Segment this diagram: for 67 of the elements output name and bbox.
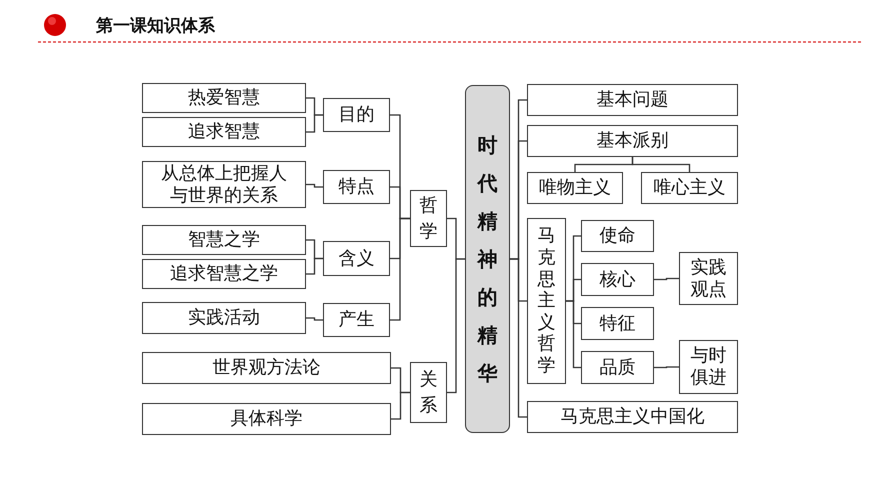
concept-box (142, 161, 306, 208)
concept-box (323, 241, 390, 276)
concept-box (527, 125, 738, 157)
concept-box (679, 340, 738, 394)
node-label: 使命 (600, 225, 636, 247)
node-label: 特征 (600, 312, 636, 334)
node-label: 关系 (420, 368, 438, 418)
node-label: 智慧之学 (188, 229, 260, 251)
node-label: 世界观方法论 (212, 357, 320, 379)
page-title: 第一课知识体系 (96, 15, 215, 37)
concept-box (527, 172, 623, 204)
concept-box (581, 263, 654, 296)
concept-box (410, 362, 447, 423)
connector-line (391, 392, 410, 420)
concept-box (581, 351, 654, 384)
node-label: 马克思主义中国化 (560, 406, 704, 428)
connector-line (510, 258, 527, 418)
node-label: 追求智慧 (188, 121, 260, 143)
connector-line (306, 184, 323, 188)
concept-box (323, 303, 390, 337)
concept-box (581, 220, 654, 252)
concept-box (323, 98, 390, 132)
connector-line (306, 258, 323, 275)
node-label: 实践观点 (690, 256, 728, 300)
concept-box (142, 225, 306, 255)
node-label: 从总体上把握人与世界的关系 (160, 162, 288, 206)
concept-box (527, 84, 738, 116)
concept-box (527, 218, 566, 384)
concept-box (323, 170, 390, 204)
node-label: 唯心主义 (654, 177, 726, 199)
node-label: 具体科学 (230, 408, 302, 430)
concept-box (581, 307, 654, 340)
connector-line (306, 317, 323, 321)
central-topic-box (465, 85, 510, 433)
node-label: 核心 (600, 268, 636, 290)
node-label: 特点 (338, 176, 374, 198)
connector-line (306, 114, 323, 133)
node-label: 追求智慧之学 (170, 263, 278, 285)
connector-line (654, 278, 679, 280)
concept-box (641, 172, 738, 204)
concept-box (142, 302, 306, 334)
concept-box (527, 401, 738, 433)
concept-box (142, 403, 391, 435)
connector-line (390, 218, 410, 321)
concept-box (679, 252, 738, 305)
connector-line (566, 300, 581, 368)
concept-box (142, 259, 306, 289)
node-label: 时代精神的精华 (478, 132, 498, 387)
connector-line (447, 258, 465, 394)
node-label: 哲学 (420, 194, 438, 244)
node-label: 产生 (338, 309, 374, 331)
node-label: 实践活动 (188, 307, 260, 329)
concept-box (142, 352, 391, 384)
connector-line (632, 157, 690, 172)
node-label: 品质 (600, 356, 636, 378)
node-label: 马克思主义哲学 (538, 225, 556, 377)
node-label: 含义 (338, 248, 374, 270)
node-label: 基本派别 (596, 130, 668, 152)
node-label: 基本问题 (596, 89, 668, 111)
concept-box (142, 117, 306, 147)
node-label: 目的 (338, 104, 374, 126)
node-label: 热爱智慧 (188, 87, 260, 109)
connector-line (654, 366, 679, 368)
concept-box (142, 83, 306, 113)
node-label: 唯物主义 (539, 177, 611, 199)
node-label: 与时俱进 (690, 345, 728, 389)
concept-box (410, 190, 447, 247)
